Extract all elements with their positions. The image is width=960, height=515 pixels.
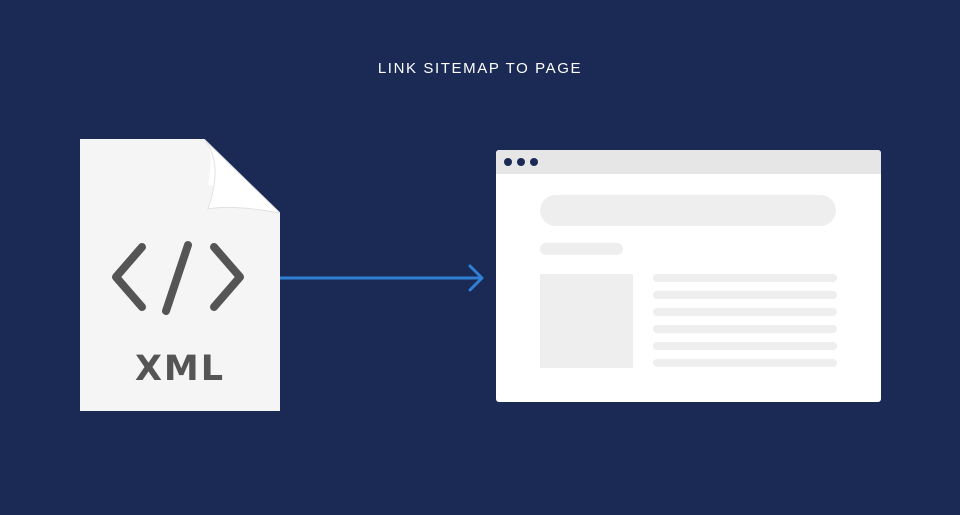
- text-line-placeholder: [653, 308, 837, 316]
- text-line-placeholder: [653, 274, 837, 282]
- subheading-placeholder: [540, 243, 623, 255]
- xml-file-icon: XML: [80, 139, 280, 411]
- text-line-placeholder: [653, 342, 837, 350]
- text-line-placeholder: [653, 325, 837, 333]
- diagram-title: LINK SITEMAP TO PAGE: [377, 60, 583, 77]
- text-line-placeholder: [653, 291, 837, 299]
- text-line-placeholder: [653, 359, 837, 367]
- arrow-right-icon: [280, 264, 484, 292]
- window-dot-icon: [504, 158, 512, 166]
- header-placeholder: [540, 195, 836, 226]
- xml-label: XML: [134, 349, 226, 389]
- browser-title-bar: [496, 150, 881, 174]
- code-icon: [112, 241, 244, 315]
- window-dot-icon: [517, 158, 525, 166]
- window-dot-icon: [530, 158, 538, 166]
- image-placeholder: [540, 274, 633, 368]
- web-page-mockup: [496, 150, 881, 402]
